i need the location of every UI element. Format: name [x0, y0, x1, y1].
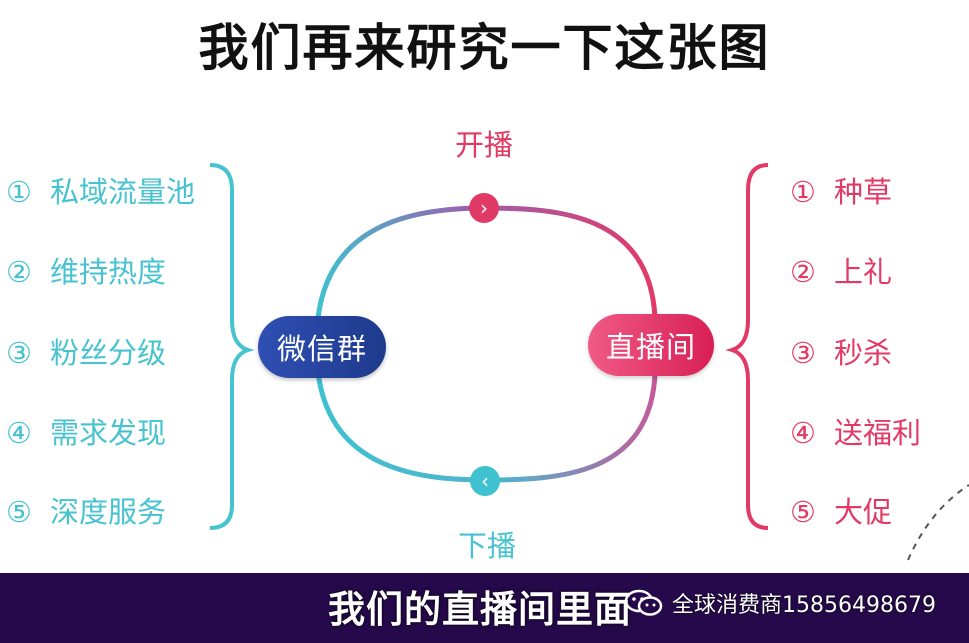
list-item: ③ 秒杀 [790, 335, 892, 371]
watermark-text: 全球消费商15856498679 [672, 593, 936, 618]
list-item: ① 种草 [790, 174, 892, 210]
end-stream-label: 下播 [458, 529, 517, 563]
list-item: ② 上礼 [790, 254, 892, 290]
item-text: 需求发现 [50, 416, 167, 450]
item-text: 上礼 [834, 255, 893, 289]
chevron-right-icon: › [469, 193, 499, 223]
item-text: 维持热度 [50, 255, 167, 289]
list-item: ④ 送福利 [790, 415, 921, 451]
wechat-icon [624, 589, 663, 616]
decorative-dashed-curve [907, 484, 969, 561]
start-stream-label: 开播 [455, 128, 514, 162]
item-text: 种草 [834, 175, 893, 209]
item-number: ① [6, 175, 32, 209]
wechat-group-node: 微信群 [258, 316, 386, 378]
item-number: ④ [6, 416, 32, 450]
item-number: ② [6, 255, 32, 289]
item-number: ① [790, 175, 816, 209]
item-number: ③ [6, 336, 32, 370]
item-text: 大促 [834, 495, 893, 529]
item-text: 秒杀 [834, 336, 893, 370]
subtitle-bar [0, 573, 969, 643]
item-text: 私域流量池 [50, 175, 196, 209]
right-brace [725, 163, 769, 530]
page-title: 我们再来研究一下这张图 [198, 19, 771, 77]
list-item: ① 私域流量池 [6, 174, 195, 210]
item-number: ② [790, 255, 816, 289]
chevron-left-icon: ‹ [470, 466, 500, 496]
list-item: ⑤ 深度服务 [6, 494, 166, 530]
item-text: 深度服务 [50, 495, 167, 529]
top-arc [315, 205, 658, 319]
item-text: 粉丝分级 [50, 336, 167, 370]
list-item: ⑤ 大促 [790, 494, 892, 530]
video-subtitle: 我们的直播间里面 [328, 588, 632, 631]
list-item: ② 维持热度 [6, 254, 166, 290]
item-number: ④ [790, 416, 816, 450]
list-item: ④ 需求发现 [6, 415, 166, 451]
item-number: ⑤ [790, 495, 816, 529]
item-number: ③ [790, 336, 816, 370]
bottom-arc [315, 371, 658, 483]
live-room-node: 直播间 [588, 314, 714, 376]
item-text: 送福利 [834, 416, 922, 450]
item-number: ⑤ [6, 495, 32, 529]
watermark: 全球消费商15856498679 [624, 586, 936, 620]
list-item: ③ 粉丝分级 [6, 335, 166, 371]
left-brace [209, 163, 255, 530]
